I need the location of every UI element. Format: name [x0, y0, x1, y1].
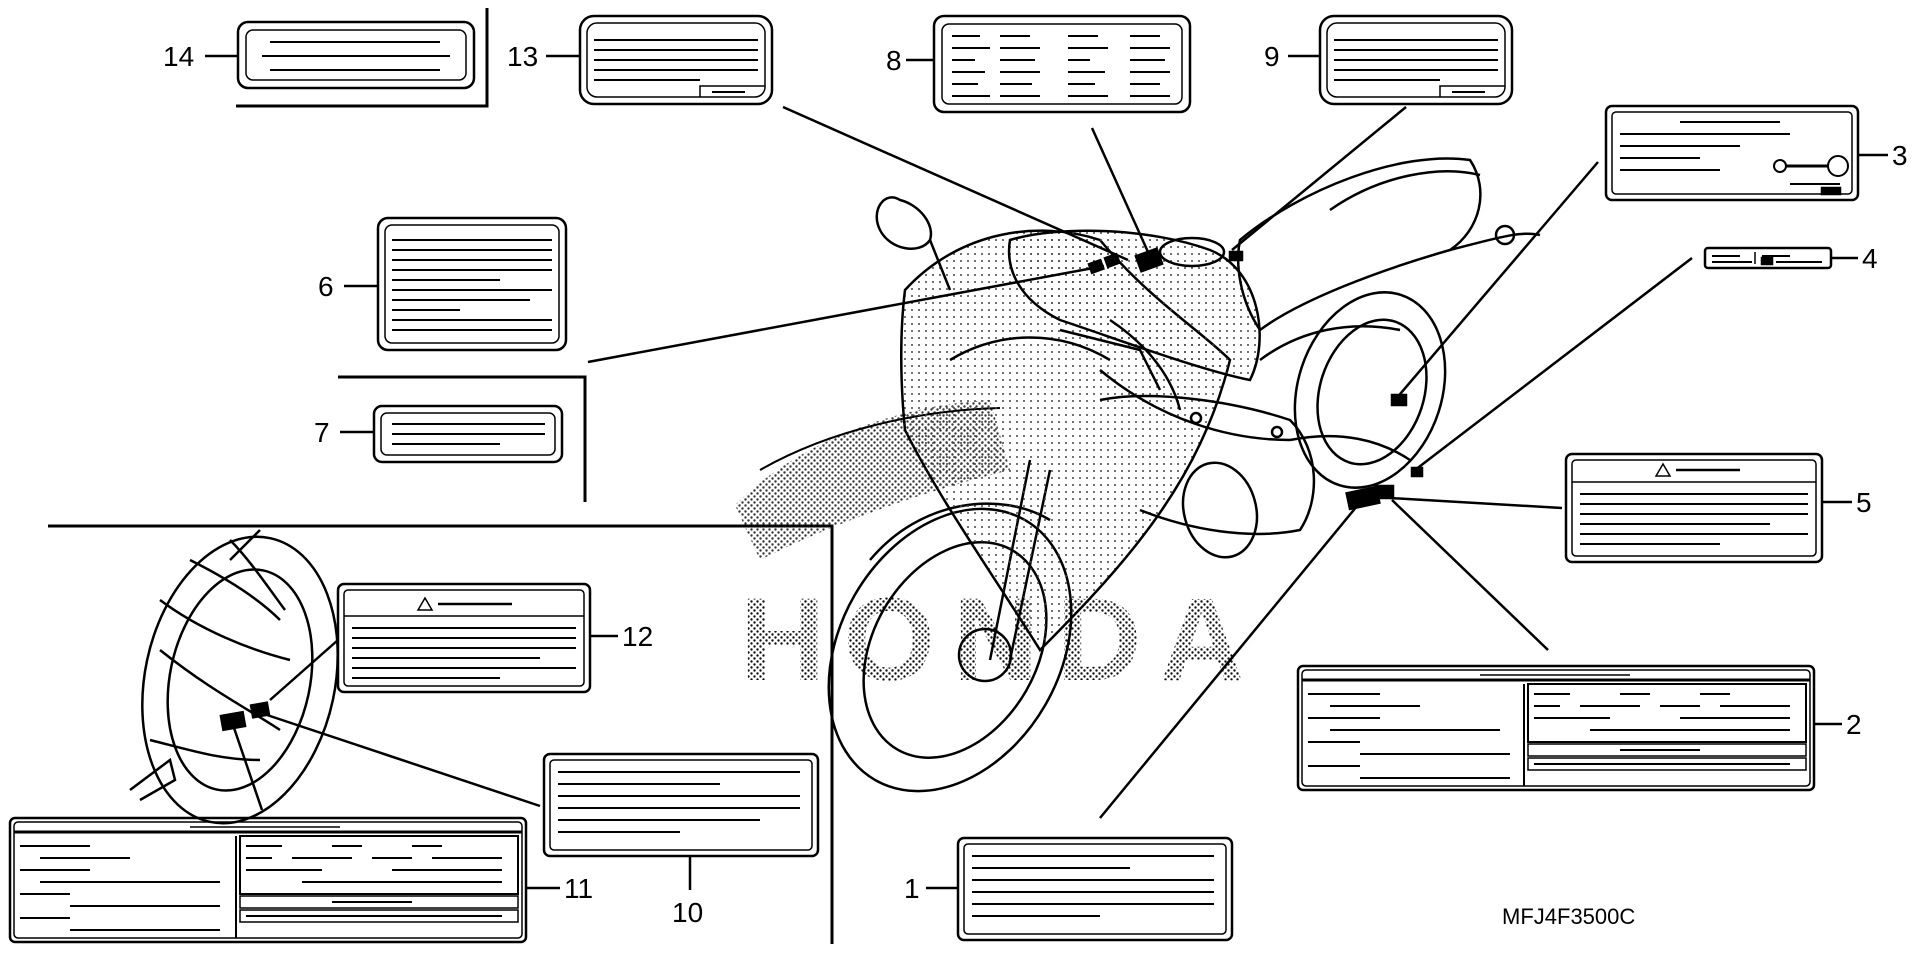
callout-11: 11: [564, 873, 593, 904]
callout-numbers: 14 13 8 9 3 4 6 7 5 12 2 11 10 1: [163, 41, 1908, 928]
callout-8: 8: [886, 45, 902, 76]
label-8: [906, 14, 1192, 114]
section-dividers: [48, 8, 834, 944]
callout-7: 7: [314, 417, 330, 448]
label-9: [1288, 14, 1514, 106]
label-1: [926, 836, 1234, 942]
label-2: [1296, 664, 1842, 792]
callout-3: 3: [1892, 140, 1908, 171]
label-13: [546, 14, 774, 106]
honda-watermark-text: HONDA: [740, 574, 1263, 706]
callout-2: 2: [1846, 709, 1862, 740]
motorcycle-illustration: [827, 157, 1541, 793]
diagram-code: MFJ4F3500C: [1502, 904, 1635, 929]
label-10: [542, 752, 820, 890]
label-11: [8, 816, 560, 944]
label-5: [1564, 452, 1852, 564]
leader-lines: [230, 105, 1693, 819]
callout-12: 12: [622, 621, 653, 652]
label-3: [1604, 104, 1888, 202]
callout-10: 10: [672, 897, 703, 928]
label-6: [344, 216, 568, 352]
callout-4: 4: [1862, 243, 1878, 274]
label-7: [340, 404, 564, 464]
label-4: [1703, 246, 1858, 270]
label-14: [205, 20, 476, 90]
callout-6: 6: [318, 271, 334, 302]
callout-13: 13: [507, 41, 538, 72]
rear-wheel-inset: [129, 529, 339, 825]
callout-9: 9: [1264, 41, 1280, 72]
callout-1: 1: [904, 873, 920, 904]
label-12: [336, 582, 618, 694]
callout-14: 14: [163, 41, 194, 72]
callout-5: 5: [1856, 487, 1872, 518]
